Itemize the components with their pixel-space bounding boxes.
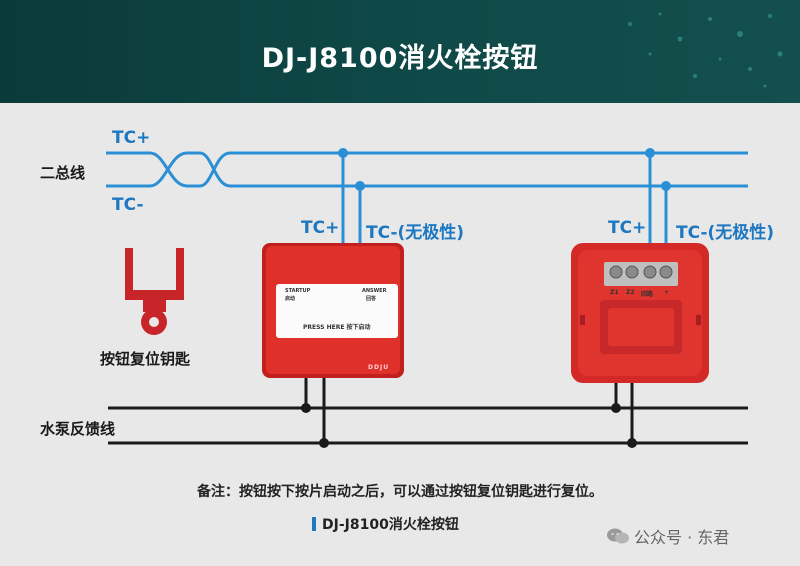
watermark-text: 公众号 · 东君	[634, 528, 730, 547]
device2-tc-plus-label: TC+	[608, 218, 647, 238]
device-back-base	[571, 243, 709, 383]
device1-tc-minus-label: TC-(无极性)	[366, 223, 465, 243]
answer-cn: 回答	[366, 296, 377, 302]
page-title: DJ-J8100消火栓按钮	[261, 43, 539, 74]
bus-junctions	[338, 148, 671, 191]
terminal-label-loop: 回路	[641, 291, 654, 298]
pump-junctions	[301, 403, 637, 448]
terminal-label-z1: Z1	[610, 289, 619, 296]
reset-key-icon	[125, 248, 184, 335]
device-button-face	[276, 284, 398, 338]
answer-en: ANSWER	[362, 288, 387, 294]
device1-tc-plus-label: TC+	[301, 218, 340, 238]
caption-text: DJ-J8100消火栓按钮	[322, 517, 459, 533]
terminal-label-plus: +	[664, 289, 670, 296]
terminal-label-z2: Z2	[626, 289, 635, 296]
startup-cn: 启动	[285, 296, 296, 302]
caption-accent-bar	[312, 517, 316, 531]
bus-wire-bottom	[106, 151, 748, 188]
device2-tc-minus-label: TC-(无极性)	[676, 223, 775, 243]
decorative-dots	[628, 12, 783, 88]
bus-wire-top	[106, 151, 748, 188]
figure-caption: DJ-J8100消火栓按钮	[312, 514, 459, 534]
tc-minus-bus-label: TC-	[112, 195, 144, 215]
wechat-icon	[607, 528, 629, 544]
brand-logo: DDJU	[368, 364, 390, 371]
tc-plus-bus-label: TC+	[112, 128, 151, 148]
wiring-diagram	[106, 148, 748, 448]
pump-feedback-label: 水泵反馈线	[40, 420, 116, 438]
reset-key-label: 按钮复位钥匙	[100, 350, 191, 368]
header-banner: DJ-J8100消火栓按钮	[0, 0, 800, 103]
remark-note: 备注：按钮按下按片启动之后，可以通过按钮复位钥匙进行复位。	[197, 484, 603, 500]
press-here-text: PRESS HERE 按下启动	[303, 324, 371, 331]
startup-en: STARTUP	[285, 288, 311, 294]
two-bus-label: 二总线	[40, 164, 86, 182]
